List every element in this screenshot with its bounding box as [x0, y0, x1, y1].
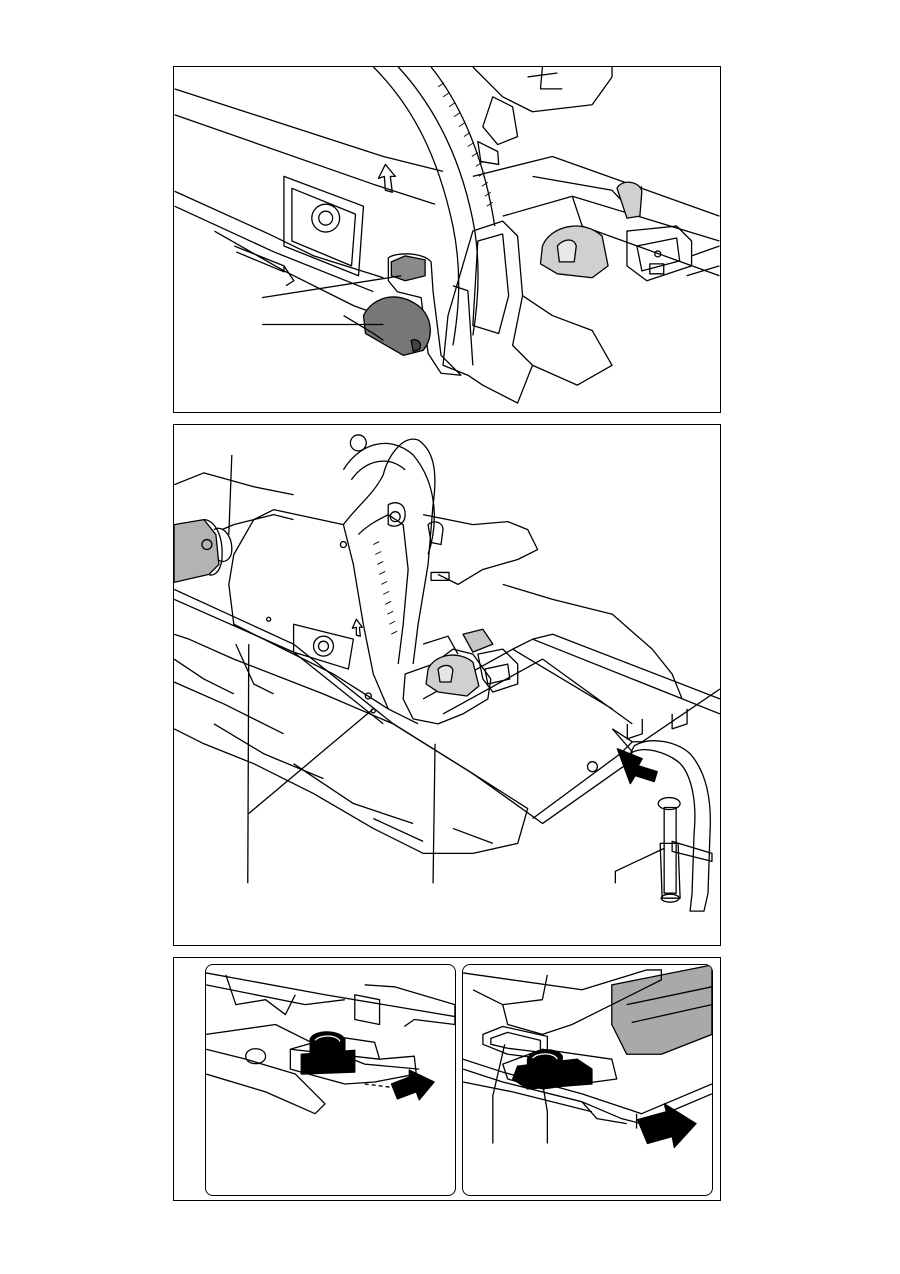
callout-leader-hose: [229, 455, 232, 535]
blade-guard: [373, 67, 458, 345]
workpiece-front: [174, 634, 528, 853]
motor-housing: [473, 67, 612, 112]
inspection-window: [284, 176, 364, 275]
slider-housing: [503, 1049, 617, 1089]
detail-left-remove-slider: [205, 964, 456, 1196]
figure-bottom-adjustment-details: [173, 957, 721, 1201]
saw-window: [294, 624, 354, 669]
detail-right-insert-slider: [462, 964, 713, 1196]
middle-illustration: [174, 425, 720, 945]
slider-housing: [290, 1049, 416, 1084]
screw-clamp-slider: [672, 841, 712, 861]
dust-hose: [174, 520, 219, 583]
anti-kickback-cap: [391, 256, 425, 281]
callout-leader-c: [433, 744, 435, 883]
callout-leader-b: [249, 709, 374, 814]
rear-knob: [617, 182, 642, 218]
adjusting-knob: [310, 1032, 345, 1063]
pull-direction-arrow: [391, 1070, 434, 1100]
base-plate-edge: [473, 156, 720, 216]
callout-leader-clamp: [615, 848, 664, 883]
riving-knife-bracket: [388, 254, 461, 375]
callout-leader-2: [542, 1082, 547, 1143]
workpiece-edge: [174, 473, 294, 495]
clamp-lever: [478, 142, 499, 165]
clamp-handle: [660, 843, 680, 898]
bevel-scale: [438, 83, 493, 206]
adjusting-knob: [528, 1050, 563, 1083]
callout-leader-a: [248, 644, 249, 883]
bevel-scale: [373, 542, 397, 635]
front-handle: [423, 515, 538, 585]
screw-clamp-bar: [630, 741, 710, 911]
guide-rail-grey: [612, 965, 712, 1054]
saw-body: [229, 555, 418, 724]
direction-arrow-icon: [378, 164, 395, 192]
blade-guard: [343, 439, 435, 664]
figure-middle-saw-on-guide-rail: [173, 424, 721, 946]
saw-body-edge: [175, 89, 443, 172]
front-base-housing: [403, 649, 491, 724]
direction-arrow-icon: [352, 619, 362, 636]
top-illustration: [174, 67, 720, 412]
figure-top-saw-riving-knife: [173, 66, 721, 413]
insert-direction-arrow: [617, 749, 657, 784]
callout-leader-1: [493, 1044, 505, 1143]
clamp-screw-spindle: [664, 808, 676, 894]
screw-icon: [312, 204, 340, 232]
rail-hole: [587, 762, 597, 772]
base-top-edge: [206, 973, 455, 1017]
rail-front-edge: [463, 1059, 712, 1114]
front-housing: [443, 221, 532, 403]
clamp-screw-knob: [658, 798, 680, 810]
push-direction-arrow: [638, 1104, 696, 1148]
base-top-edge: [463, 970, 661, 1025]
callout-leader-1: [262, 276, 401, 298]
